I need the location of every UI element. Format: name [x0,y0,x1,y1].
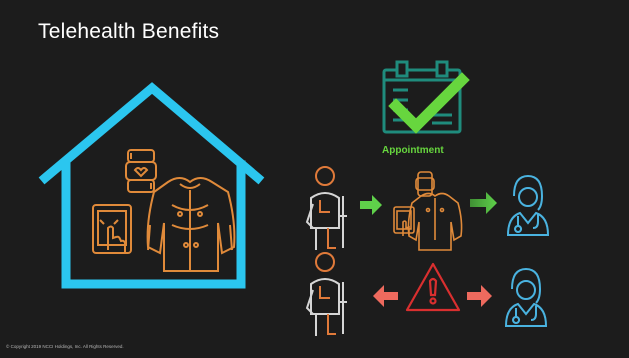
calendar-check-icon [382,60,470,134]
slide-title: Telehealth Benefits [38,20,220,43]
arrow-left-icon [373,285,398,307]
house-icon [38,82,265,289]
warning-triangle-icon [405,262,461,312]
smart-shirt-icon [146,177,236,272]
injured-patient-icon [305,252,347,336]
doctor-icon [506,174,550,236]
wearable-devices-icon [393,171,463,251]
injured-patient-icon [305,166,347,250]
arrow-right-icon [360,195,382,215]
smartwatch-icon [125,149,157,193]
tablet-touch-icon [92,204,132,254]
arrow-right-red-icon [467,285,492,307]
appointment-label: Appointment [382,145,444,156]
doctor-icon [504,267,548,327]
arrow-right-gradient-icon [470,192,497,214]
copyright-notice: © Copyright 2019 NCCI Holdings, Inc. All… [6,344,124,349]
